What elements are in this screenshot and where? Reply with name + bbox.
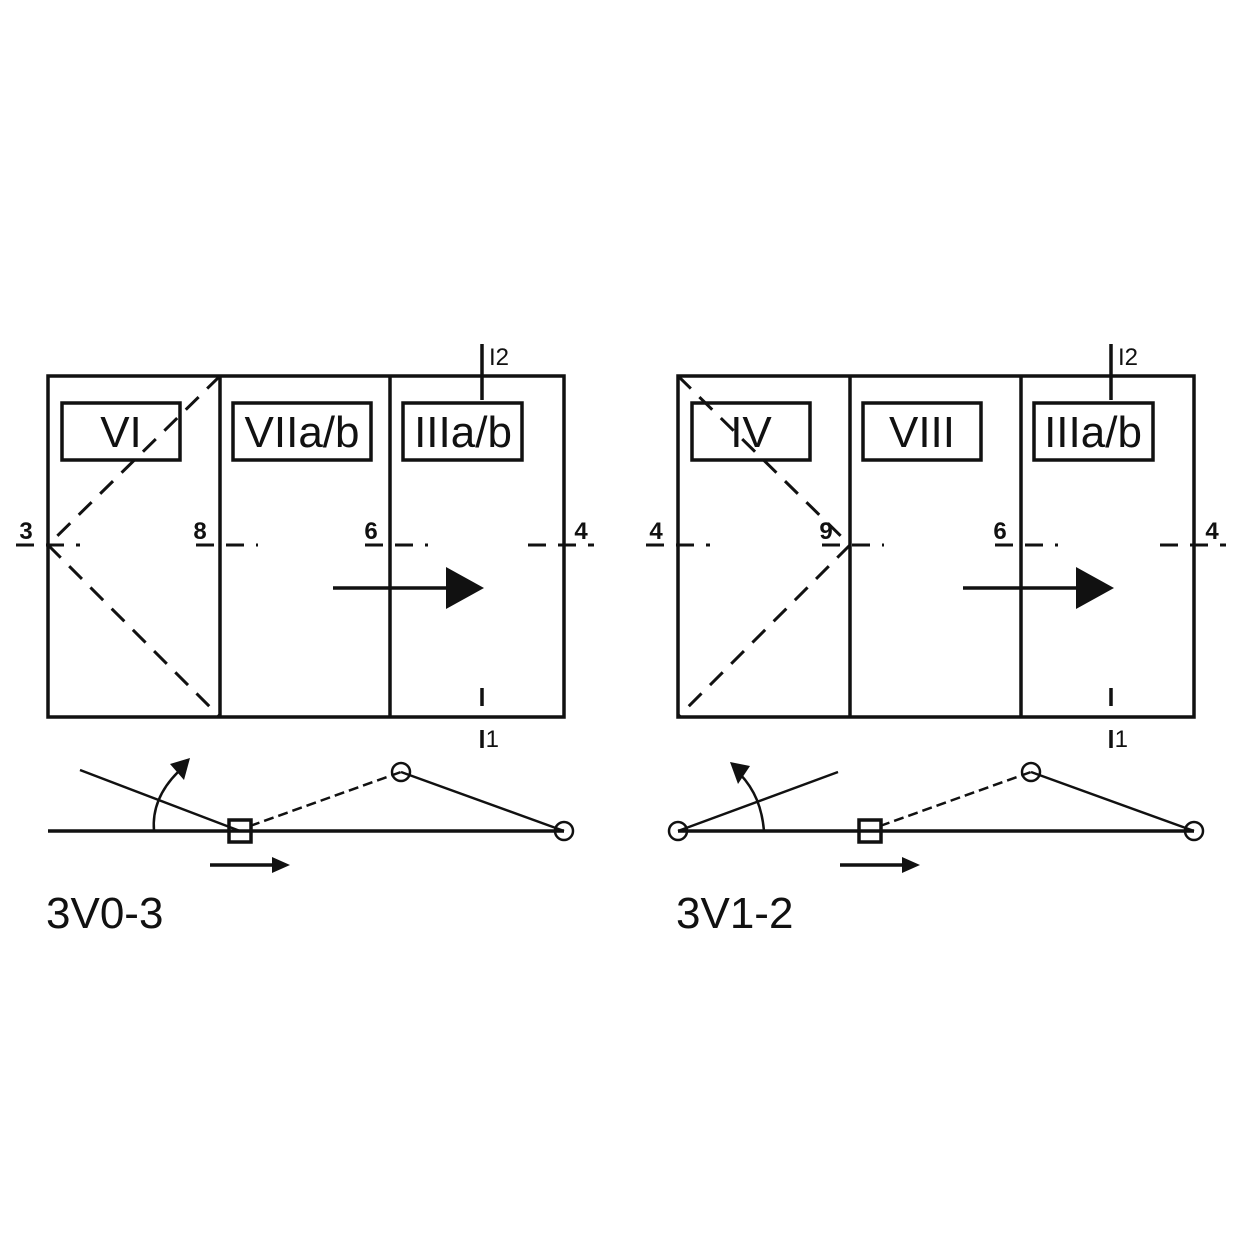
diagram-caption: 3V0-3 — [46, 889, 163, 938]
node-label-3: 3 — [19, 518, 32, 545]
io-top-label: I2 — [489, 344, 509, 371]
zone-label-vi: VI — [60, 401, 182, 462]
dashed-routes — [646, 374, 1226, 719]
mechanism-schematic — [48, 758, 575, 873]
node-label-6: 6 — [993, 518, 1006, 545]
zone-label-text: IIIa/b — [414, 408, 512, 457]
io-bottom: I1 — [1108, 688, 1128, 753]
flow-arrow — [963, 567, 1114, 609]
node-label-4: 4 — [574, 518, 588, 545]
diagram-3v0-3: VI VIIa/b IIIa/b 3 8 6 4 — [16, 344, 594, 938]
zone-label-iv: IV — [690, 401, 812, 462]
zone-label-viii: VIII — [861, 401, 983, 462]
zone-label-text: IIIa/b — [1044, 408, 1142, 457]
io-top: I2 — [1109, 344, 1138, 400]
zone-label-viiab: VIIa/b — [231, 401, 373, 462]
io-bottom-label: I1 — [479, 726, 499, 753]
zone-label-text: VIII — [889, 408, 955, 457]
node-label-6: 6 — [364, 518, 377, 545]
zone-label-text: VI — [100, 408, 142, 457]
mechanism-schematic — [667, 761, 1205, 873]
dashed-routes — [16, 374, 594, 719]
flow-arrow — [333, 567, 484, 609]
node-label-4: 4 — [649, 518, 663, 545]
node-label-8: 8 — [193, 518, 206, 545]
node-label-4: 4 — [1205, 518, 1219, 545]
zone-label-text: VIIa/b — [245, 408, 360, 457]
node-label-9: 9 — [819, 518, 832, 545]
io-top-label: I2 — [1118, 344, 1138, 371]
diagram-3v1-2: IV VIII IIIa/b 4 9 6 4 I2 — [646, 344, 1226, 938]
diagram-caption: 3V1-2 — [676, 889, 793, 938]
zone-label-iiiab: IIIa/b — [401, 401, 524, 462]
zone-label-iiiab: IIIa/b — [1032, 401, 1155, 462]
io-bottom-label: I1 — [1108, 726, 1128, 753]
io-bottom: I1 — [479, 688, 499, 753]
io-top: I2 — [480, 344, 509, 400]
